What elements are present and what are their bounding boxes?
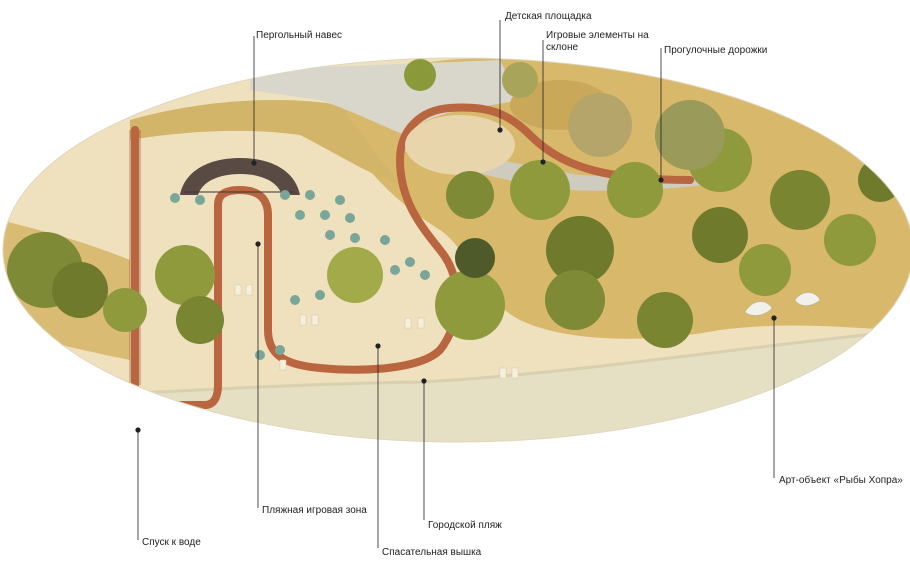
callout-playground: Детская площадка [505,11,592,22]
callout-walkways: Прогулочные дорожки [664,45,768,56]
sun-loungers [234,284,519,379]
callout-art-object: Арт-объект «Рыбы Хопра» [779,475,903,486]
callout-lifeguard: Спасательная вышка [382,547,482,558]
callout-beach-play: Пляжная игровая зона [262,505,367,516]
river-water [3,330,910,442]
callout-leaders [135,20,777,548]
boardwalk-edge [129,130,141,385]
boardwalk [131,103,694,409]
playground-sand [405,115,515,175]
grass-top [130,100,400,185]
art-object-fish [744,292,821,316]
boardwalk-left [131,103,694,409]
callout-slope-play: Игровые элементы на склоне [546,30,649,53]
beach-umbrellas [170,190,430,360]
trees [7,59,902,348]
callout-pergola: Пергольный навес [256,30,343,41]
callout-city-beach: Городской пляж [428,520,502,531]
callout-water-descent: Спуск к воде [142,537,201,548]
paving-plaza [250,60,520,135]
plan-outline [2,57,910,443]
pergola-canopy [180,158,300,195]
